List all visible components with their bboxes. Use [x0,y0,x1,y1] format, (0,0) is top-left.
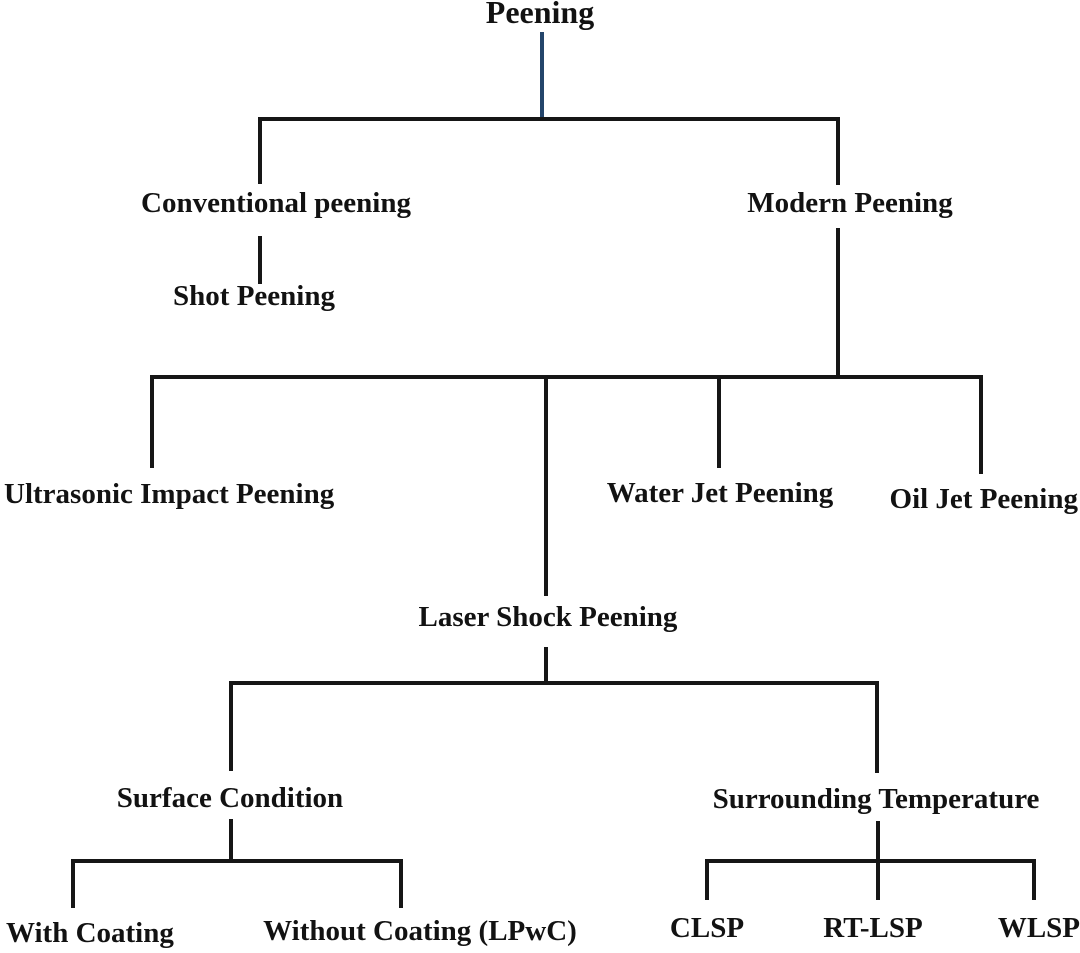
node-modern-peening: Modern Peening [747,187,953,219]
connector-level1-horizontal [258,117,840,121]
connector-surface-to-level4 [229,819,233,863]
node-with-coating: With Coating [6,917,174,949]
connector-coating-horizontal [71,859,403,863]
connector-level2-horizontal [150,375,983,379]
node-shot-peening: Shot Peening [173,280,335,312]
connector-to-clsp [705,859,709,900]
node-ultrasonic-impact-peening: Ultrasonic Impact Peening [4,478,335,510]
connector-to-with-coating [71,859,75,908]
connector-laser-to-level3 [544,647,548,685]
node-rt-lsp: RT-LSP [823,912,923,944]
node-peening: Peening [485,0,595,30]
node-water-jet-peening: Water Jet Peening [606,477,834,509]
connector-to-conventional [258,117,262,184]
connector-to-modern [836,117,840,185]
connector-modern-to-level2 [836,228,840,378]
connector-conventional-to-shot [258,236,262,284]
node-surrounding-temperature: Surrounding Temperature [712,783,1040,815]
node-surface-condition: Surface Condition [116,782,344,814]
connector-temperature-horizontal [705,859,1036,863]
node-laser-shock-peening: Laser Shock Peening [418,601,678,633]
connector-to-surrounding-temp [875,681,879,773]
connector-level3-horizontal [229,681,879,685]
connector-to-ultrasonic [150,375,154,468]
node-without-coating-lpwc: Without Coating (LPwC) [263,915,577,947]
connector-to-water-jet [717,375,721,468]
connector-root-to-level1 [540,32,544,121]
connector-to-laser-shock [544,375,548,596]
node-conventional-peening: Conventional peening [141,187,411,219]
connector-to-without-coating [399,859,403,908]
node-wlsp: WLSP [997,912,1080,944]
connector-to-wlsp [1032,859,1036,900]
connector-to-surface-condition [229,681,233,771]
node-oil-jet-peening: Oil Jet Peening [889,483,1078,515]
node-clsp: CLSP [669,912,745,944]
connector-to-oil-jet [979,375,983,474]
